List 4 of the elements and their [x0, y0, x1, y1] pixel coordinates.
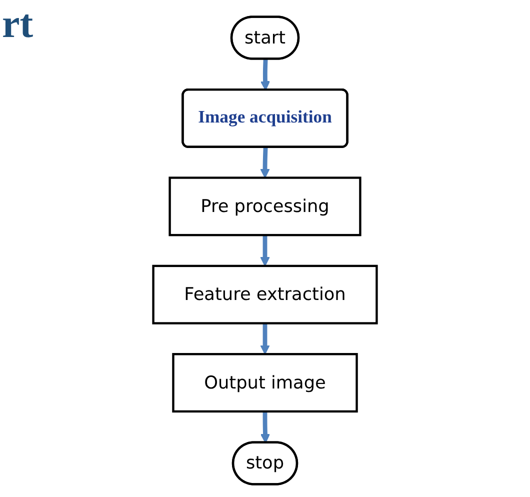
node-box: Feature extraction	[152, 264, 378, 324]
title: rt	[2, 0, 34, 47]
node-box: Output image	[172, 353, 358, 413]
node-box: Pre processing	[168, 176, 362, 236]
